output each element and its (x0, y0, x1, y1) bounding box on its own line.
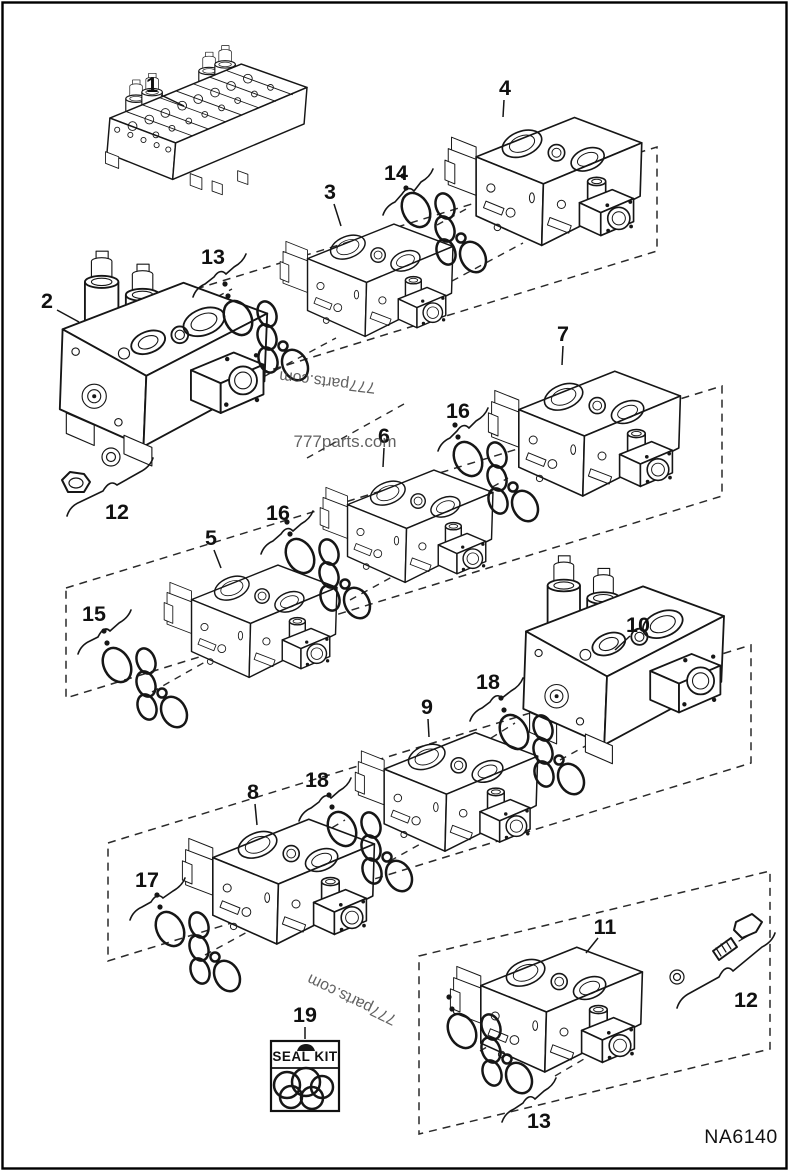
callout-13: 13 (201, 245, 225, 269)
callout-15: 15 (82, 602, 106, 626)
callout-13: 13 (527, 1109, 551, 1133)
bracket-16a (437, 407, 489, 452)
boundary-box-row4 (418, 870, 771, 1135)
callout-18: 18 (476, 670, 500, 694)
leader-9 (427, 718, 430, 738)
leader-1 (160, 94, 185, 107)
callout-16: 16 (266, 501, 290, 525)
part-3-valve-section (279, 223, 454, 338)
callout-12: 12 (734, 988, 758, 1012)
part-12-nut-washer (61, 447, 121, 493)
part-11-valve-section (449, 946, 644, 1073)
watermark-3: 777parts.com (305, 970, 400, 1028)
callout-9: 9 (421, 695, 433, 719)
bracket-15 (77, 609, 132, 655)
doc-code: NA6140 (704, 1126, 777, 1148)
callout-11: 11 (594, 915, 617, 939)
bracket-18a (298, 777, 352, 822)
part-1-valve-assembly (106, 46, 307, 195)
leader-8 (254, 803, 258, 826)
callout-6: 6 (378, 424, 390, 448)
bracket-17 (129, 877, 186, 921)
part-7-valve-section (487, 370, 682, 497)
part-9-valve-section (354, 731, 539, 852)
callout-4: 4 (499, 76, 511, 100)
leader-4 (502, 99, 505, 118)
leader-6 (382, 447, 385, 468)
callout-leader-lines (56, 94, 631, 1039)
leader-3 (333, 203, 342, 227)
seal-kit-package: SEAL KIT (269, 1039, 341, 1113)
watermark-1: 777parts.com (278, 367, 376, 396)
bracket-13 (192, 253, 247, 298)
callout-12: 12 (105, 500, 129, 524)
callout-17: 17 (135, 868, 159, 892)
leader-2 (56, 309, 80, 323)
seal-kit-rings (272, 1066, 335, 1111)
bracket-12R (676, 932, 776, 1009)
part-2-inlet-section (60, 251, 267, 466)
bracket-12L (66, 457, 154, 517)
part-5-valve-section (163, 564, 338, 679)
part-6-valve-section (319, 469, 494, 584)
seal-kit-hang-tab (297, 1044, 315, 1051)
part-8-valve-section (181, 818, 376, 945)
oring-set-15 (95, 627, 194, 734)
seal-kit-label: SEAL KIT (272, 1049, 338, 1064)
callout-2: 2 (41, 289, 53, 313)
callout-7: 7 (557, 322, 569, 346)
callout-14: 14 (384, 161, 408, 185)
bracket-13b (501, 1077, 557, 1123)
leader-11 (585, 937, 599, 954)
leader-5 (213, 549, 222, 569)
callout-brackets (66, 168, 776, 1123)
watermark-2: 777parts.com (294, 432, 397, 451)
callout-5: 5 (205, 526, 217, 550)
bracket-18b (469, 677, 524, 722)
leader-10 (614, 635, 631, 651)
leader-7 (561, 345, 564, 366)
callout-10: 10 (626, 613, 650, 637)
callout-8: 8 (247, 780, 259, 804)
bracket-14 (382, 168, 434, 216)
bracket-16b (260, 510, 314, 555)
callout-16: 16 (446, 399, 470, 423)
boundary-box-row2 (65, 384, 723, 700)
callout-19: 19 (293, 1003, 317, 1027)
part-12-bolt-washer (669, 913, 763, 985)
callout-18: 18 (305, 768, 329, 792)
callout-3: 3 (324, 180, 336, 204)
part-4-valve-section (444, 116, 643, 247)
callout-1: 1 (146, 73, 158, 97)
